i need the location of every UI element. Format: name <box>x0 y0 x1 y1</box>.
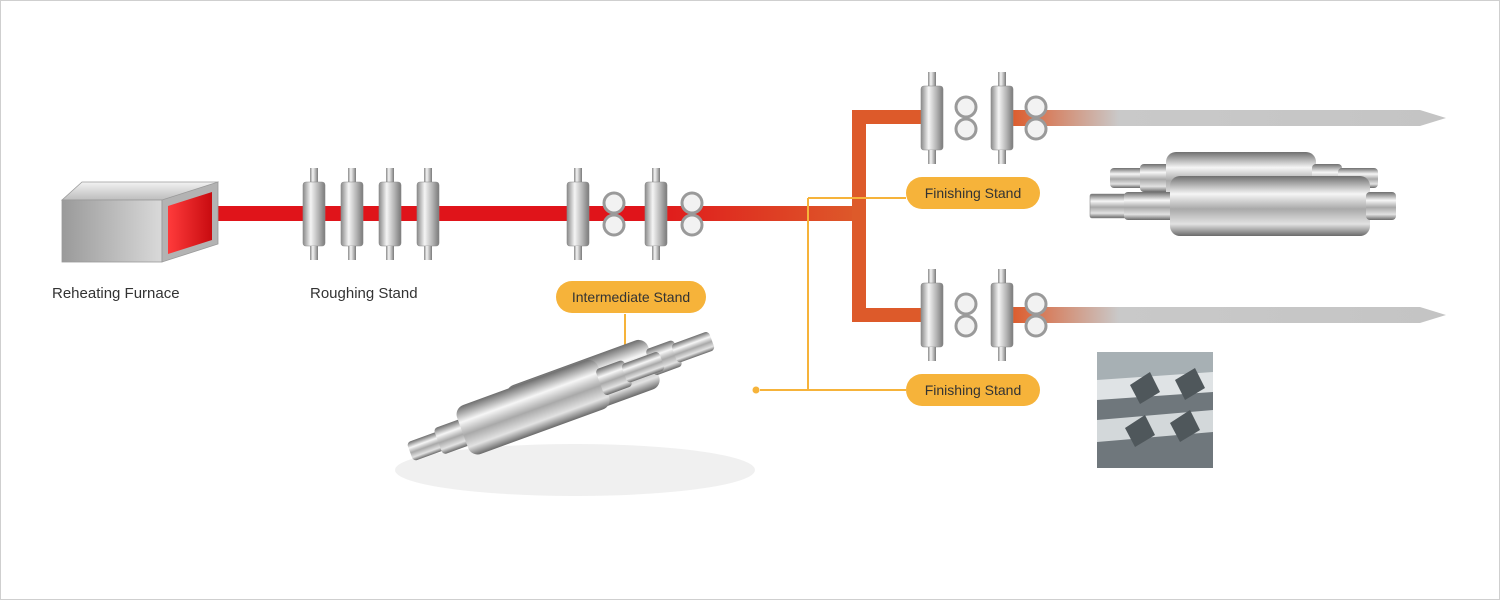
reheating-furnace-icon <box>60 181 219 263</box>
finishing-stand-top-badge: Finishing Stand <box>906 177 1040 209</box>
hot-line-transition <box>640 206 860 221</box>
product-arrow-top <box>1010 110 1446 126</box>
intermediate-stand-badge: Intermediate Stand <box>556 281 706 313</box>
branch-top <box>852 110 932 124</box>
callout-dot-finishing <box>752 386 760 394</box>
product-arrow-bottom <box>1010 307 1446 323</box>
hot-line-main <box>180 206 640 221</box>
branch-bottom <box>852 308 932 322</box>
grooved-roll-photo-icon <box>1097 352 1213 468</box>
finishing-stand-bottom-badge: Finishing Stand <box>906 374 1040 406</box>
finishing-roll-pair-image <box>1089 152 1396 236</box>
roughing-stand-label: Roughing Stand <box>310 285 418 302</box>
intermediate-roll-pair-image <box>395 315 755 496</box>
branch-vertical <box>852 110 866 322</box>
reheating-furnace-label: Reheating Furnace <box>52 285 180 302</box>
